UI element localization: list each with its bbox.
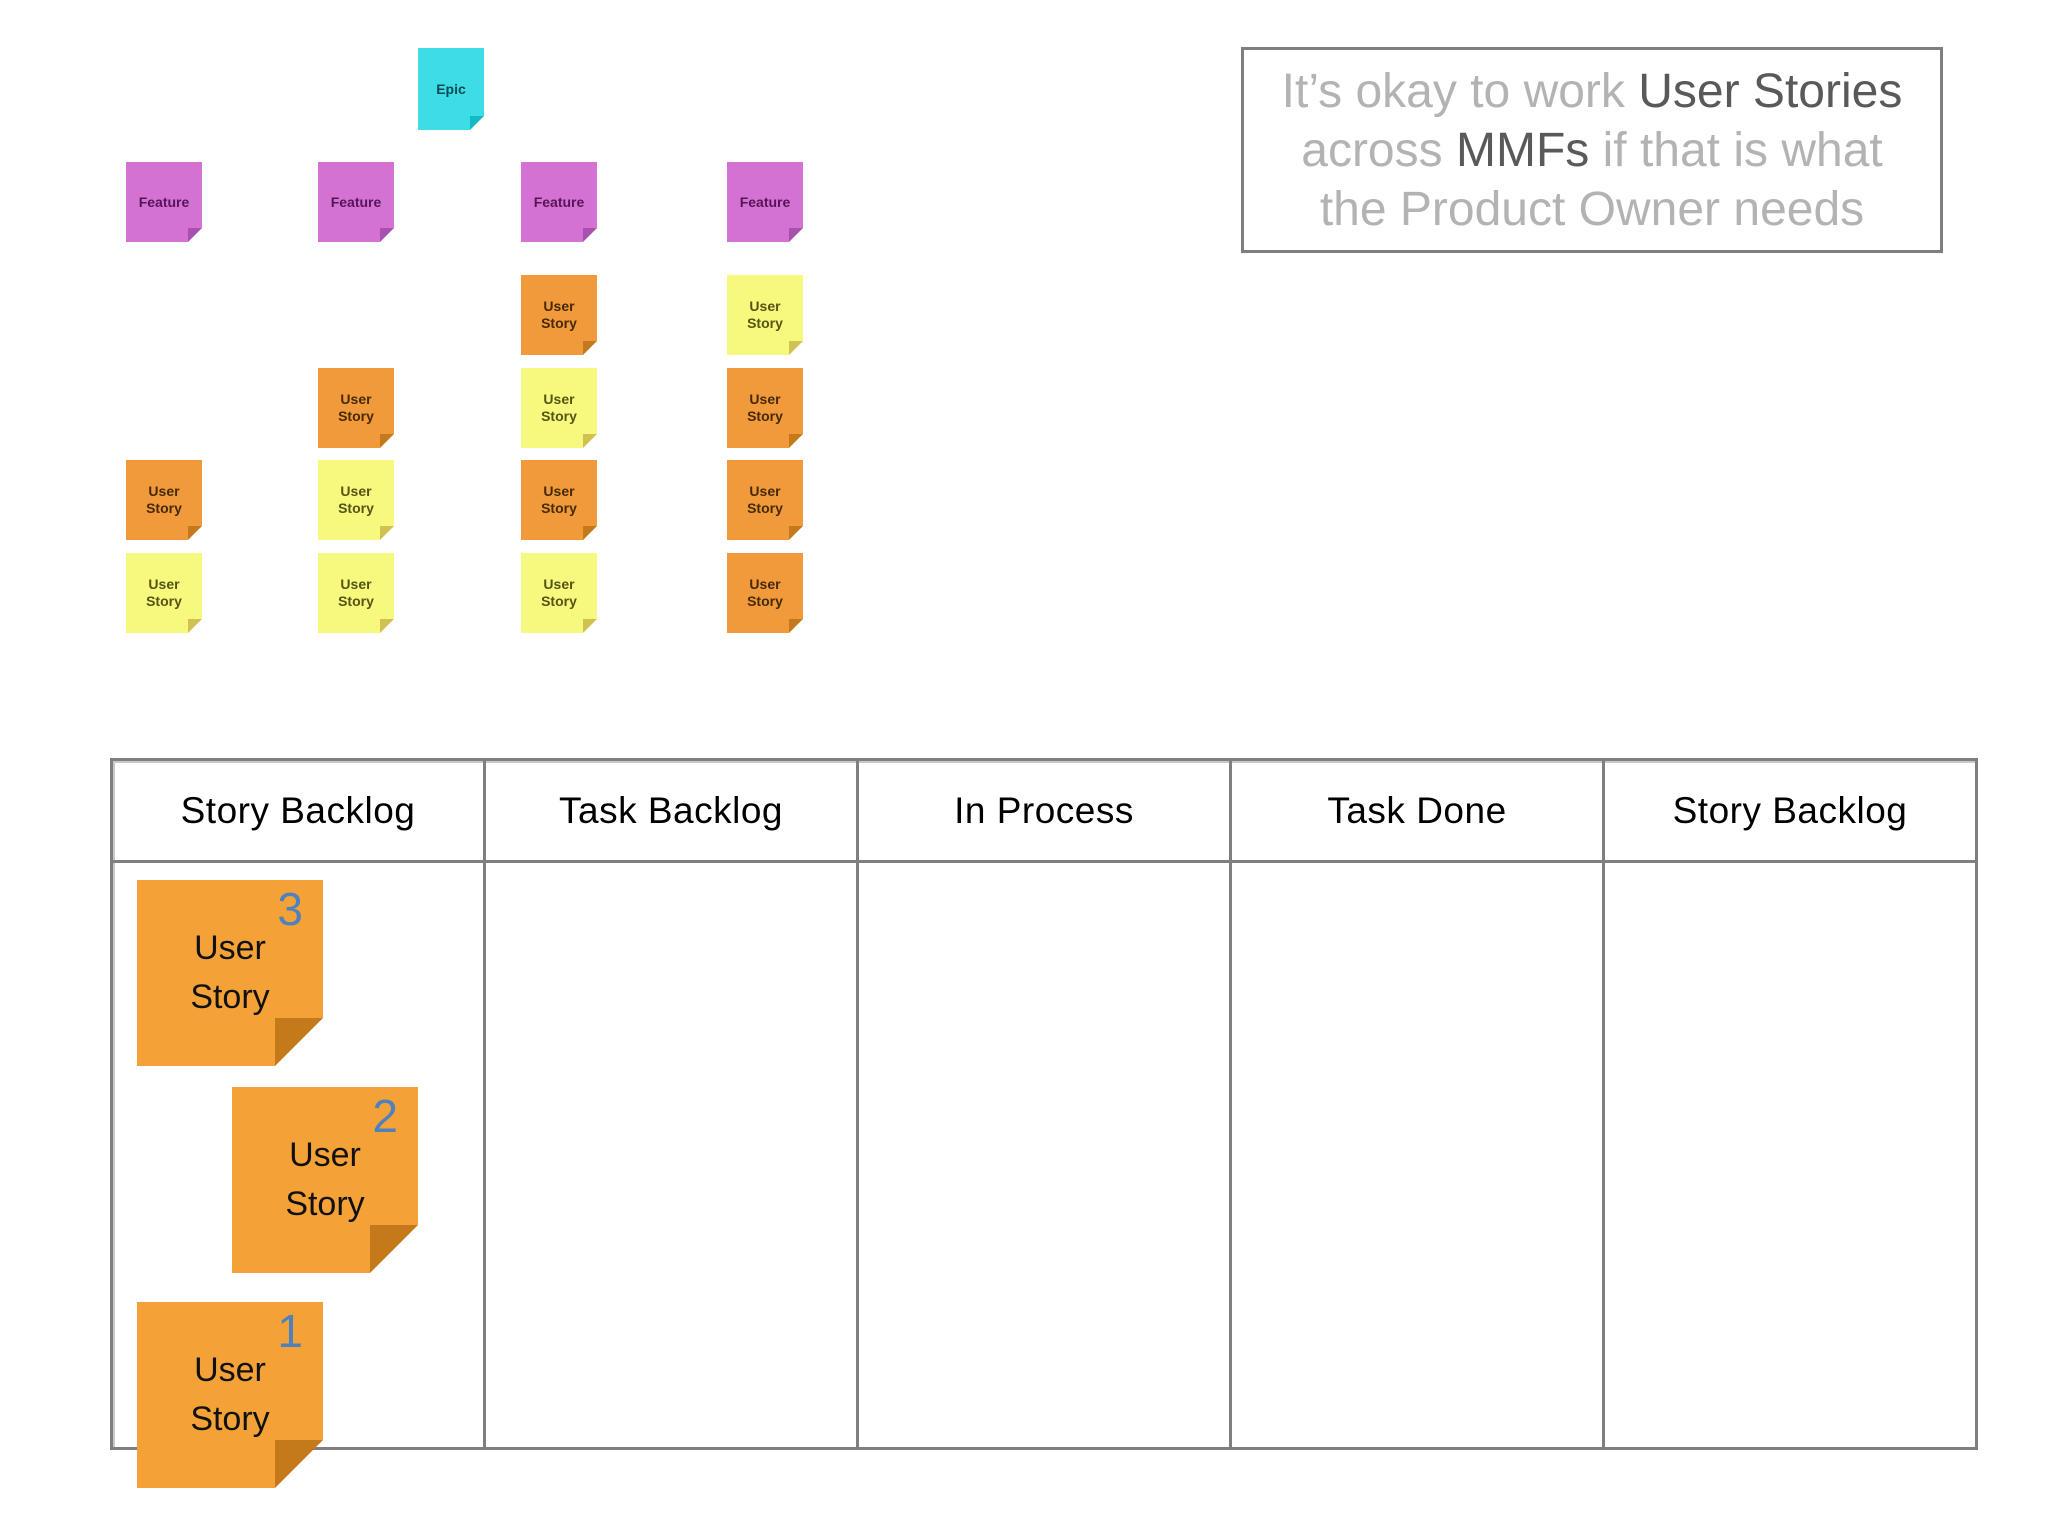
user-story-sticky-note-label: Story [747, 408, 783, 424]
callout-text: It’s okay to work [1281, 64, 1639, 118]
story-priority-number: 3 [277, 883, 303, 935]
column-body [1605, 863, 1975, 1447]
user-story-sticky-note-label: Story [146, 500, 182, 516]
board-column-task-done: Task Done [1232, 761, 1605, 1447]
feature-sticky-note-label: Feature [330, 193, 382, 210]
user-story-sticky-note-label: Story [146, 593, 182, 609]
user-story-sticky-note-label: User [148, 483, 180, 499]
feature-sticky-note-label: Feature [138, 193, 190, 210]
callout-line: across MMFs if that is what [1244, 121, 1940, 180]
callout-text: the Product Owner needs [1319, 182, 1865, 236]
callout-emphasis-text: MMFs [1455, 123, 1590, 177]
feature-sticky-note[interactable]: Feature [126, 162, 202, 242]
column-header: Story Backlog [113, 761, 483, 863]
user-story-sticky-note-label: Story [541, 500, 577, 516]
board-note-label-line: User [194, 1351, 266, 1389]
user-story-sticky-note-label: Story [338, 408, 374, 424]
user-story-sticky-note-label: Story [541, 408, 577, 424]
user-story-sticky-note-label: Story [747, 315, 783, 331]
board-note-label-line: Story [190, 978, 270, 1016]
board-column-task-backlog: Task Backlog [486, 761, 859, 1447]
callout-text: across [1301, 123, 1456, 177]
board-column-story-backlog: Story Backlog [113, 761, 486, 1447]
column-body [486, 863, 856, 1447]
user-story-sticky-note-label: User [543, 298, 575, 314]
user-story-sticky-note-label: Story [747, 500, 783, 516]
feature-sticky-note-label: Feature [739, 193, 791, 210]
user-story-sticky-note-label: User [543, 391, 575, 407]
user-story-sticky-note-label: User [749, 576, 781, 592]
feature-sticky-note[interactable]: Feature [521, 162, 597, 242]
story-priority-number: 1 [277, 1305, 303, 1357]
column-header: In Process [859, 761, 1229, 863]
column-header: Task Done [1232, 761, 1602, 863]
board-column-in-process: In Process [859, 761, 1232, 1447]
board-column-story-backlog: Story Backlog [1605, 761, 1975, 1447]
callout-line: It’s okay to work User Stories [1244, 62, 1940, 121]
column-header: Story Backlog [1605, 761, 1975, 863]
user-story-sticky-note-label: User [148, 576, 180, 592]
user-story-sticky-note-label: Story [338, 500, 374, 516]
column-body [1232, 863, 1602, 1447]
user-story-sticky-note-label: User [340, 483, 372, 499]
user-story-sticky-note-label: User [749, 298, 781, 314]
user-story-sticky-note-label: User [340, 391, 372, 407]
user-story-sticky-note-label: User [749, 391, 781, 407]
feature-sticky-note[interactable]: Feature [318, 162, 394, 242]
board-note-label-line: Story [190, 1400, 270, 1438]
user-story-sticky-note-label: User [543, 576, 575, 592]
user-story-sticky-note-label: User [749, 483, 781, 499]
epic-sticky-note[interactable]: Epic [418, 48, 484, 130]
user-story-sticky-note-label: User [543, 483, 575, 499]
user-story-sticky-note-label: Story [541, 315, 577, 331]
column-body [859, 863, 1229, 1447]
user-story-sticky-note-label: User [340, 576, 372, 592]
story-priority-number: 2 [372, 1090, 398, 1142]
callout-emphasis-text: User Stories [1638, 64, 1903, 118]
board-note-label-line: Story [285, 1185, 365, 1223]
epic-sticky-note-label: Epic [436, 80, 466, 97]
callout-line: the Product Owner needs [1244, 180, 1940, 239]
user-story-sticky-note-label: Story [541, 593, 577, 609]
feature-sticky-note[interactable]: Feature [727, 162, 803, 242]
user-story-sticky-note-label: Story [747, 593, 783, 609]
callout-text: if that is what [1589, 123, 1883, 177]
column-header: Task Backlog [486, 761, 856, 863]
user-story-sticky-note-label: Story [338, 593, 374, 609]
feature-sticky-note-label: Feature [533, 193, 585, 210]
board-note-label-line: User [289, 1136, 361, 1174]
board-note-label-line: User [194, 929, 266, 967]
